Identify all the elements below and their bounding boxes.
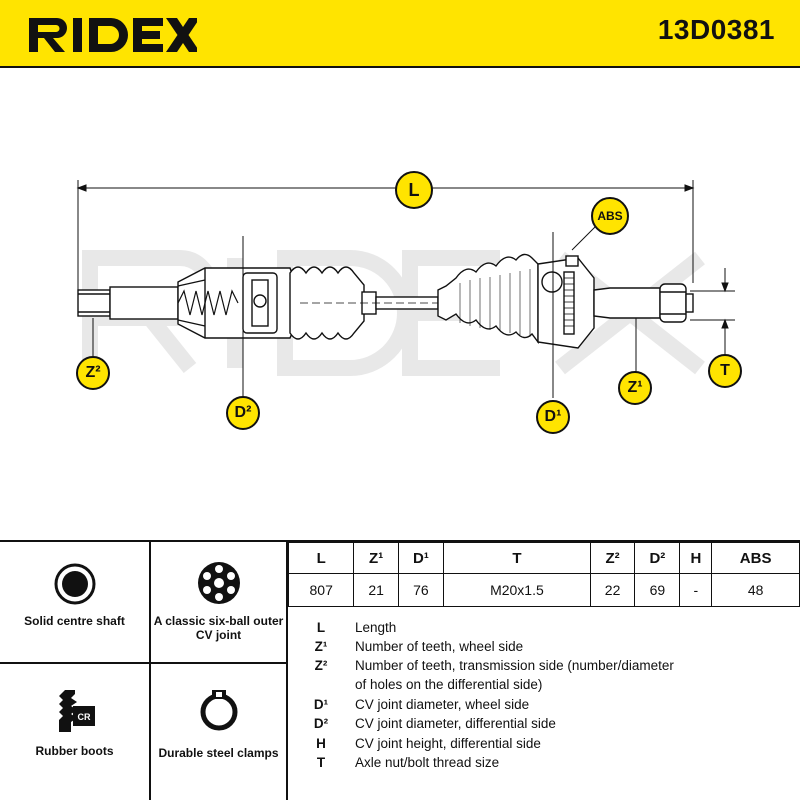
feature-six-ball: A classic six-ball outer CV joint xyxy=(151,542,288,664)
spec-value: 22 xyxy=(589,573,636,607)
legend-symbol: Z² xyxy=(314,658,328,673)
spec-panel: Solid centre shaft A classic six-ball ou… xyxy=(0,542,800,800)
part-number: 13D0381 xyxy=(657,14,775,45)
feature-label-rubber-boots: Rubber boots xyxy=(35,744,114,758)
six-ball-joint-icon xyxy=(197,562,240,604)
legend-row: of holes on the differential side) xyxy=(288,677,800,696)
badge-abs: ABS xyxy=(591,197,629,235)
feature-rubber-boots: CR Rubber boots xyxy=(0,664,151,800)
technical-drawing: L ABS Z² D² D¹ Z¹ T xyxy=(0,68,800,542)
legend-row: D² CV joint diameter, differential side xyxy=(288,716,800,735)
badge-z1: Z¹ xyxy=(618,371,652,405)
legend-row: T Axle nut/bolt thread size xyxy=(288,755,800,774)
legend-row: D¹ CV joint diameter, wheel side xyxy=(288,697,800,716)
spec-header: T xyxy=(443,542,591,574)
spec-value-row: 807 21 76 M20x1.5 22 69 - 48 xyxy=(287,573,800,607)
spec-header-row: L Z¹ D¹ T Z² D² H ABS xyxy=(287,542,800,574)
badge-t: T xyxy=(708,354,742,388)
dimension-t xyxy=(690,268,735,358)
spec-value: - xyxy=(679,573,713,607)
spec-value: 76 xyxy=(397,573,445,607)
spec-header: H xyxy=(679,542,713,574)
spec-header: D¹ xyxy=(397,542,445,574)
legend-row: H CV joint height, differential side xyxy=(288,736,800,755)
legend-symbol: D² xyxy=(313,716,329,731)
feature-solid-shaft: Solid centre shaft xyxy=(0,542,151,664)
legend-text: Number of teeth, wheel side xyxy=(355,639,524,654)
legend-text: CV joint diameter, differential side xyxy=(355,716,556,731)
spec-header: ABS xyxy=(711,542,800,574)
spec-value: M20x1.5 xyxy=(443,573,591,607)
legend-text: CV joint diameter, wheel side xyxy=(355,697,530,712)
drive-shaft-drawing xyxy=(76,180,735,398)
ridex-logo xyxy=(29,18,197,52)
drive-shaft xyxy=(77,253,694,349)
legend-symbol: H xyxy=(316,736,326,751)
feature-label-steel-clamps: Durable steel clamps xyxy=(158,746,279,760)
spec-header: L xyxy=(287,542,355,574)
legend-symbol: Z¹ xyxy=(314,639,328,654)
spec-header: Z² xyxy=(589,542,636,574)
legend-symbol: L xyxy=(316,620,326,635)
solid-shaft-icon xyxy=(54,563,95,605)
legend-text: Length xyxy=(355,620,397,635)
boot-material-text: CR xyxy=(77,712,90,722)
spec-table: L Z¹ D¹ T Z² D² H ABS 807 21 76 M20x1.5 … xyxy=(287,542,800,607)
legend-row: L Length xyxy=(288,620,800,639)
legend-text: CV joint height, differential side xyxy=(355,736,541,751)
legend-row: Z¹ Number of teeth, wheel side xyxy=(288,639,800,658)
legend-text: Axle nut/bolt thread size xyxy=(355,755,500,770)
spec-value: 69 xyxy=(634,573,681,607)
spec-header: D² xyxy=(634,542,681,574)
badge-length: L xyxy=(395,171,433,209)
legend-row: Z² Number of teeth, transmission side (n… xyxy=(288,658,800,677)
feature-label-solid-shaft: Solid centre shaft xyxy=(24,614,125,628)
badge-d2: D² xyxy=(226,396,260,430)
dimension-length xyxy=(76,180,695,293)
legend-text: of holes on the differential side) xyxy=(355,677,543,692)
legend: L Length Z¹ Number of teeth, wheel side … xyxy=(288,608,800,800)
badge-z2: Z² xyxy=(76,356,110,390)
spec-value: 48 xyxy=(711,573,800,607)
badge-d1: D¹ xyxy=(536,400,570,434)
legend-symbol: T xyxy=(316,755,326,770)
rubber-boot-icon: CR xyxy=(58,690,95,732)
steel-clamp-icon xyxy=(200,690,237,731)
feature-label-six-ball: A classic six-ball outer CV joint xyxy=(153,614,284,642)
spec-header: Z¹ xyxy=(353,542,399,574)
spec-value: 807 xyxy=(287,573,355,607)
feature-steel-clamps: Durable steel clamps xyxy=(151,664,288,800)
header-bar: 13D0381 xyxy=(0,0,800,68)
legend-symbol: D¹ xyxy=(313,697,329,712)
leader-lines xyxy=(92,225,637,398)
spec-value: 21 xyxy=(353,573,399,607)
legend-text: Number of teeth, transmission side (numb… xyxy=(355,658,674,673)
